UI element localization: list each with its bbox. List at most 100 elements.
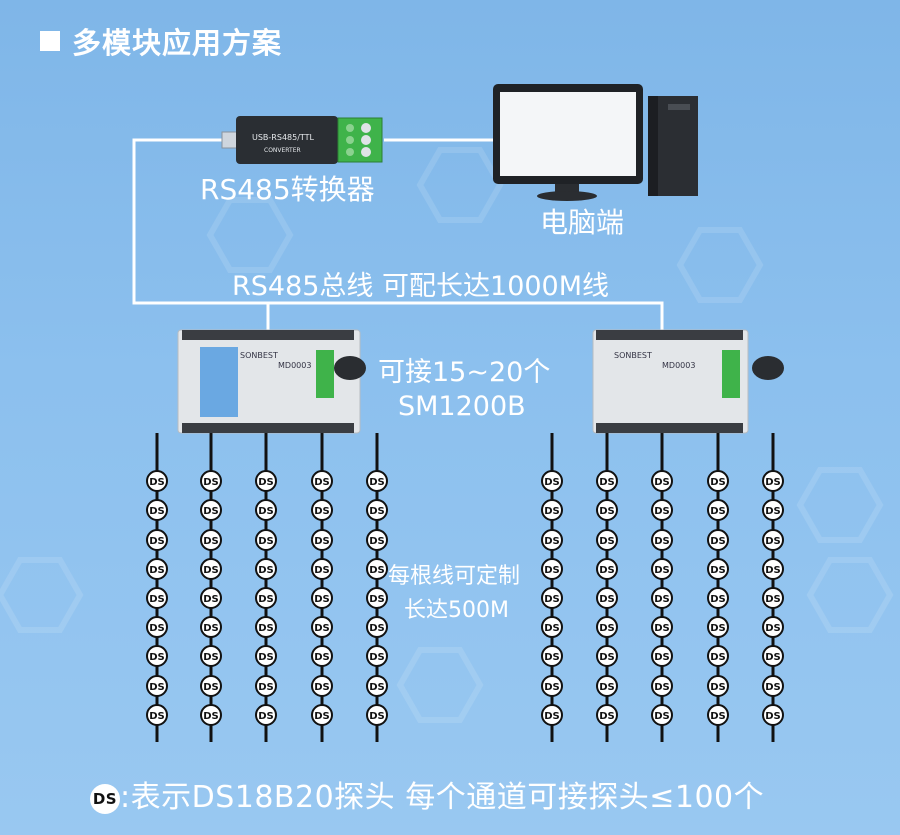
ds-probe-label: DS: [599, 477, 615, 488]
ds-probe-label: DS: [710, 536, 726, 547]
ds-probe-label: DS: [314, 536, 330, 547]
ds-probe: DS: [707, 499, 729, 521]
ds-probe-label: DS: [710, 711, 726, 722]
ds-probe: DS: [541, 470, 563, 492]
ds-probe: DS: [541, 499, 563, 521]
ds-probe: DS: [200, 499, 222, 521]
ds-probe-label: DS: [544, 565, 560, 576]
ds-probe: DS: [366, 558, 388, 580]
ds-probe: DS: [707, 645, 729, 667]
ds-probe: DS: [651, 587, 673, 609]
ds-probe-label: DS: [149, 652, 165, 663]
ds-probe-label: DS: [599, 682, 615, 693]
ds-probe: DS: [366, 499, 388, 521]
ds-probe-label: DS: [654, 711, 670, 722]
converter-body-text: USB-RS485/TTL: [252, 133, 315, 142]
module-right: [592, 329, 784, 434]
ds-probe: DS: [146, 704, 168, 726]
ds-probe-label: DS: [544, 652, 560, 663]
ds-probe-label: DS: [258, 536, 274, 547]
ds-probe: DS: [596, 558, 618, 580]
ds-probe: DS: [146, 558, 168, 580]
ds-probe: DS: [596, 675, 618, 697]
ds-probe: DS: [762, 470, 784, 492]
ds-probe-label: DS: [765, 594, 781, 605]
ds-probe: DS: [311, 558, 333, 580]
ds-probe: DS: [146, 499, 168, 521]
ds-probe-label: DS: [369, 565, 385, 576]
ds-probe-label: DS: [149, 594, 165, 605]
ds-probe-label: DS: [149, 711, 165, 722]
ds-probe: DS: [541, 616, 563, 638]
ds-probe: DS: [146, 470, 168, 492]
capacity-line2: SM1200B: [398, 391, 526, 422]
ds-probe: DS: [707, 529, 729, 551]
ds-probe: DS: [366, 675, 388, 697]
ds-probe: DS: [707, 558, 729, 580]
ds-probe: DS: [762, 587, 784, 609]
ds-probe-label: DS: [710, 506, 726, 517]
ds-probe-label: DS: [710, 652, 726, 663]
ds-probe-label: DS: [599, 652, 615, 663]
hexagon-pattern: [0, 147, 894, 723]
ds-probe-label: DS: [599, 711, 615, 722]
pc-label: 电脑端: [540, 206, 625, 239]
ds-probe-label: DS: [544, 477, 560, 488]
ds-probe: DS: [541, 587, 563, 609]
converter-labels: USB-RS485/TTL CONVERTER: [252, 133, 315, 154]
ds-probe-label: DS: [203, 711, 219, 722]
ds-probe: DS: [200, 675, 222, 697]
ds-probe-label: DS: [203, 594, 219, 605]
ds-probe-label: DS: [258, 682, 274, 693]
ds-probe: DS: [541, 558, 563, 580]
ds-probe-label: DS: [654, 594, 670, 605]
ds-probe: DS: [146, 529, 168, 551]
ds-probe-label: DS: [710, 565, 726, 576]
ds-probe: DS: [707, 616, 729, 638]
ds-probe-label: DS: [149, 682, 165, 693]
ds-probe: DS: [366, 616, 388, 638]
ds-probe: DS: [311, 529, 333, 551]
ds-probe: DS: [255, 529, 277, 551]
ds-probe-label: DS: [258, 565, 274, 576]
ds-probe-label: DS: [765, 623, 781, 634]
ds-probe: DS: [366, 704, 388, 726]
ds-probe-label: DS: [149, 536, 165, 547]
ds-probe: DS: [146, 645, 168, 667]
ds-probe: DS: [651, 675, 673, 697]
ds-probe-label: DS: [314, 682, 330, 693]
ds-probe: DS: [255, 645, 277, 667]
ds-probe: DS: [200, 558, 222, 580]
computer: [493, 84, 698, 201]
ds-probe: DS: [707, 675, 729, 697]
ds-probe-label: DS: [203, 477, 219, 488]
ds-probe-label: DS: [149, 565, 165, 576]
ds-probe: DS: [651, 616, 673, 638]
bus-label: RS485总线 可配长达1000M线: [232, 271, 610, 302]
ds-probe: DS: [541, 645, 563, 667]
ds-probe-label: DS: [599, 506, 615, 517]
ds-probe: DS: [200, 470, 222, 492]
ds-probe: DS: [596, 499, 618, 521]
ds-probe: DS: [146, 616, 168, 638]
ds-probe: DS: [200, 529, 222, 551]
ds-probe: DS: [311, 470, 333, 492]
ds-probe: DS: [255, 704, 277, 726]
ds-probe: DS: [366, 470, 388, 492]
ds-probe-label: DS: [369, 506, 385, 517]
ds-probe-label: DS: [654, 682, 670, 693]
converter-label: RS485转换器: [200, 173, 375, 206]
ds-probe-label: DS: [544, 594, 560, 605]
ds-probe: DS: [541, 529, 563, 551]
title-bullet-icon: [40, 31, 60, 51]
ds-probe: DS: [651, 499, 673, 521]
ds-probe-label: DS: [314, 477, 330, 488]
ds-probe: DS: [311, 499, 333, 521]
ds-probe: DS: [146, 675, 168, 697]
ds-probe: DS: [200, 645, 222, 667]
ds-probe-label: DS: [314, 711, 330, 722]
ds-probe-label: DS: [544, 711, 560, 722]
ds-probe: DS: [651, 704, 673, 726]
ds-probe-label: DS: [710, 594, 726, 605]
